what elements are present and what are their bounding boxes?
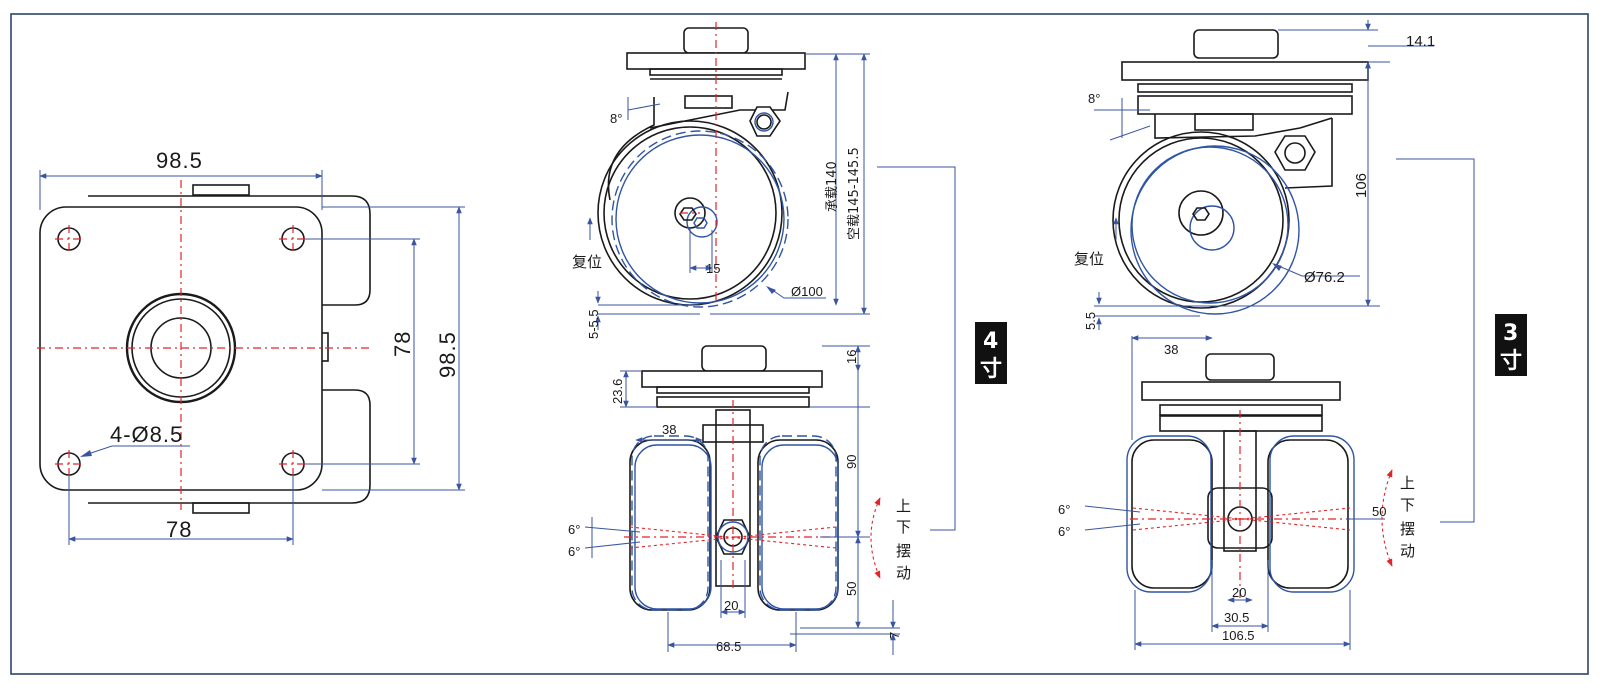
top-view-holes-label: 4-Ø8.5 — [110, 422, 183, 447]
top-view-width-label: 98.5 — [156, 148, 203, 173]
caster-3in-tilt-angle: 8° — [1088, 91, 1100, 106]
caster-3in-106-label: 106 — [1353, 173, 1370, 198]
caster-4in-angle-up: 6° — [568, 522, 580, 537]
caster-3in-20-label: 20 — [1232, 585, 1246, 600]
caster-4in-unloaded-height: 空载145-145.5 — [847, 147, 862, 240]
caster-4in-20-label: 20 — [724, 598, 738, 613]
caster-3in-reset-label: 复位 — [1074, 250, 1104, 268]
caster-4in-reset-label: 复位 — [572, 253, 602, 271]
caster-3in-38-label: 38 — [1164, 342, 1178, 357]
caster-3in-side-view — [1094, 20, 1434, 330]
caster-4in-tilt-angle: 8° — [610, 111, 622, 126]
caster-3in-bracket — [1396, 158, 1475, 523]
top-view-hole-spacing-h-label: 78 — [166, 517, 192, 542]
caster-4in-front-view — [584, 345, 900, 655]
caster-4in-swing-label: 上 下 摆 动 — [896, 497, 911, 582]
caster-4in-loaded-height: 承载140 — [825, 161, 840, 212]
caster-4in-tag-unit: 寸 — [980, 357, 1002, 382]
caster-3in-tag-unit: 寸 — [1500, 349, 1522, 374]
caster-3in-swing-label: 上 下 摆 动 — [1400, 474, 1415, 560]
caster-3in-wheel-diameter: Ø76.2 — [1304, 269, 1345, 286]
caster-4in-90-label: 90 — [844, 455, 859, 469]
caster-3in-tag-size: 3 — [1503, 321, 1518, 346]
caster-4in-side-view — [587, 22, 870, 330]
caster-3in-front-view — [1084, 335, 1393, 650]
caster-3in-size-tag: 3 寸 — [1495, 314, 1527, 376]
caster-3in-float-label: 5.5 — [1083, 312, 1098, 330]
top-view-hole-spacing-v-label: 78 — [390, 331, 415, 357]
caster-3in-angle-up: 6° — [1058, 502, 1070, 517]
caster-3in-swing-char-3: 摆 — [1400, 520, 1415, 538]
caster-3in-50-label: 50 — [1372, 504, 1386, 519]
caster-3in-angle-down: 6° — [1058, 524, 1070, 539]
caster-4in-7-label: 7 — [887, 632, 902, 639]
caster-3in-141-label: 14.1 — [1406, 33, 1435, 50]
caster-4in-685-label: 68.5 — [716, 639, 741, 654]
caster-3in-1065-label: 106.5 — [1222, 628, 1255, 643]
caster-4in-wheel-diameter: Ø100 — [791, 284, 823, 299]
caster-4in-plate-label: 23.6 — [610, 379, 625, 404]
caster-3in-swing-char-4: 动 — [1400, 542, 1415, 560]
caster-4in-swing-char-1: 上 — [896, 497, 911, 515]
caster-4in-top-label: 16 — [844, 350, 859, 364]
caster-4in-angle-down: 6° — [568, 544, 580, 559]
caster-4in-swing-char-4: 动 — [896, 564, 911, 582]
caster-4in-38-label: 38 — [662, 422, 676, 437]
caster-4in-50-label: 50 — [844, 582, 859, 596]
caster-4in-float-label: 5-5.5 — [586, 309, 601, 339]
caster-3in-305-label: 30.5 — [1224, 610, 1249, 625]
caster-4in-offset-label: 15 — [706, 261, 720, 276]
caster-3in-swing-char-2: 下 — [1400, 496, 1415, 514]
caster-3in-swing-char-1: 上 — [1400, 474, 1415, 492]
top-view-mounting-plate — [37, 170, 465, 545]
caster-4in-size-tag: 4 寸 — [975, 322, 1007, 384]
caster-4in-swing-char-2: 下 — [896, 518, 911, 536]
caster-4in-bracket — [877, 166, 956, 531]
caster-4in-swing-char-3: 摆 — [896, 542, 911, 560]
caster-4in-tag-size: 4 — [983, 329, 998, 354]
top-view-height-label: 98.5 — [435, 331, 460, 378]
